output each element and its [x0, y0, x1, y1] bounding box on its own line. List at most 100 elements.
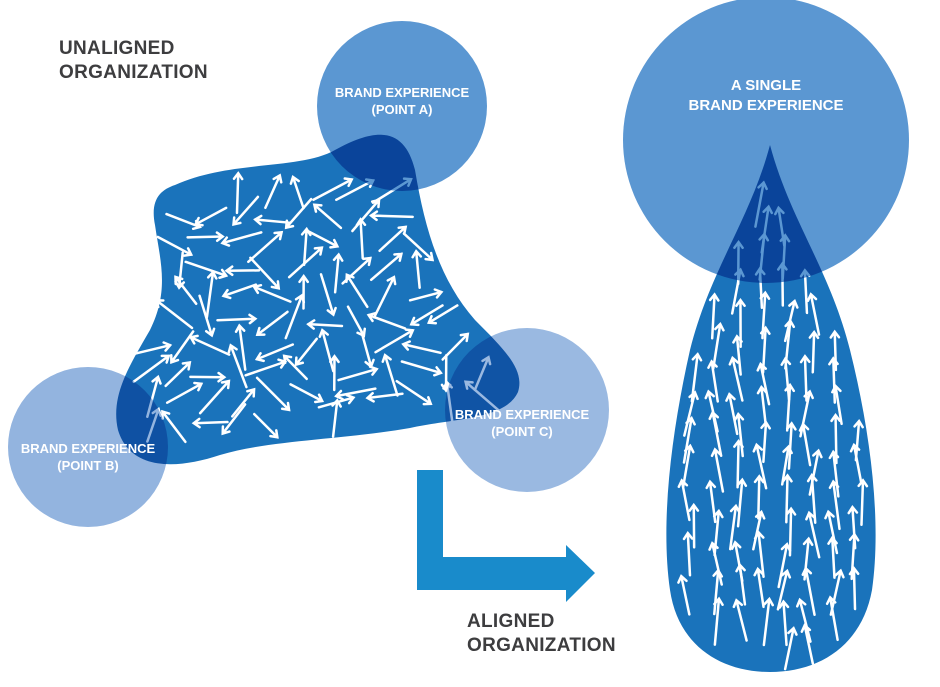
arrow-icon — [227, 343, 248, 389]
arrow-icon — [780, 444, 793, 486]
arrow-icon — [254, 343, 295, 363]
arrow-icon — [221, 403, 247, 436]
arrow-icon — [253, 412, 279, 439]
arrow-icon — [253, 214, 291, 226]
arrow-icon — [220, 231, 263, 247]
arrow-icon — [247, 230, 284, 264]
arrow-icon — [126, 341, 173, 357]
arrow-icon — [829, 329, 841, 372]
arrow-icon — [255, 310, 289, 336]
arrow-icon — [255, 376, 291, 412]
arrow-icon — [411, 249, 423, 289]
arrow-icon — [334, 387, 377, 401]
arrow-icon — [785, 506, 797, 557]
arrow-icon — [795, 597, 812, 643]
label-line: ORGANIZATION — [59, 62, 208, 83]
arrow-icon — [798, 422, 812, 467]
arrow-icon — [381, 353, 399, 397]
arrow-icon — [802, 536, 814, 581]
arrow-icon — [785, 421, 797, 470]
arrow-icon — [732, 334, 743, 376]
arrow-icon — [753, 566, 765, 609]
label-line: ORGANIZATION — [467, 635, 616, 656]
arrow-icon — [708, 410, 723, 458]
arrow-icon — [725, 392, 739, 436]
arrow-icon — [708, 292, 720, 340]
arrow-icon — [753, 474, 765, 520]
arrow-icon — [224, 265, 261, 277]
arrow-icon — [401, 340, 442, 355]
arrow-icon — [198, 294, 216, 338]
arrow-icon — [189, 371, 227, 383]
label-line: BRAND EXPERIENCE — [20, 441, 156, 456]
arrow-icon — [318, 328, 335, 373]
label-line: BRAND EXPERIENCE — [454, 407, 590, 422]
circle-point-b — [8, 367, 168, 527]
arrow-icon — [681, 443, 695, 488]
arrow-icon — [800, 623, 815, 665]
point-c-label: BRAND EXPERIENCE (POINT C) — [442, 406, 602, 440]
arrow-icon — [776, 568, 792, 611]
arrow-icon — [857, 478, 869, 527]
circle-single-experience — [623, 0, 909, 283]
label-line: UNALIGNED — [59, 38, 175, 59]
arrow-icon — [234, 323, 247, 371]
arrow-icon — [287, 246, 324, 279]
arrow-icon — [784, 382, 796, 432]
arrow-icon — [753, 530, 765, 578]
arrow-icon — [806, 292, 821, 336]
arrow-icon — [760, 420, 771, 464]
arrow-icon — [289, 383, 325, 404]
arrow-icon — [712, 508, 724, 557]
arrow-icon — [825, 595, 839, 642]
arrow-icon — [329, 354, 340, 392]
label-line: A SINGLE — [730, 77, 802, 94]
arrow-icon — [400, 360, 443, 377]
arrow-icon — [366, 311, 407, 330]
arrow-icon — [805, 510, 821, 559]
arrow-icon — [808, 329, 820, 374]
arrow-icon — [733, 438, 744, 489]
arrow-icon — [249, 256, 281, 290]
arrow-icon — [733, 412, 745, 458]
arrow-icon — [677, 478, 691, 522]
arrow-icon — [708, 541, 723, 586]
arrow-icon — [221, 283, 258, 300]
arrow-icon — [806, 472, 818, 524]
arrow-icon — [289, 174, 305, 210]
arrow-icon — [736, 477, 748, 528]
arrow-icon — [372, 275, 397, 319]
arrow-icon — [828, 356, 839, 404]
arrow-icon — [762, 596, 775, 647]
arrow-icon — [677, 574, 691, 616]
arrow-icon — [808, 448, 823, 496]
arrow-icon — [312, 177, 354, 202]
point-a-label: BRAND EXPERIENCE (POINT A) — [322, 84, 482, 118]
arrow-icon — [294, 337, 319, 367]
point-b-label: BRAND EXPERIENCE (POINT B) — [8, 440, 168, 474]
arrow-icon — [161, 409, 187, 444]
arrow-icon — [164, 361, 192, 388]
label-line: BRAND EXPERIENCE — [334, 85, 470, 100]
arrow-icon — [728, 503, 741, 551]
label-line: BRAND EXPERIENCE — [688, 97, 844, 114]
arrow-icon — [368, 210, 414, 222]
aligned-organization-label: ALIGNED ORGANIZATION — [467, 610, 616, 658]
arrow-icon — [132, 354, 171, 383]
arrow-icon — [205, 270, 218, 319]
arrow-icon — [378, 225, 408, 253]
arrow-icon — [409, 304, 444, 327]
arrow-icon — [232, 195, 260, 227]
arrow-icon — [374, 328, 415, 354]
arrow-icon — [688, 502, 700, 549]
label-line: (POINT A) — [371, 102, 433, 117]
transition-arrow — [417, 470, 595, 602]
arrow-icon — [284, 197, 313, 230]
arrow-icon — [783, 626, 798, 671]
arrow-icon — [156, 235, 194, 257]
circle-point-c — [445, 328, 609, 492]
arrow-icon — [402, 232, 435, 262]
arrow-icon — [849, 442, 863, 485]
arrow-icon — [191, 417, 229, 429]
